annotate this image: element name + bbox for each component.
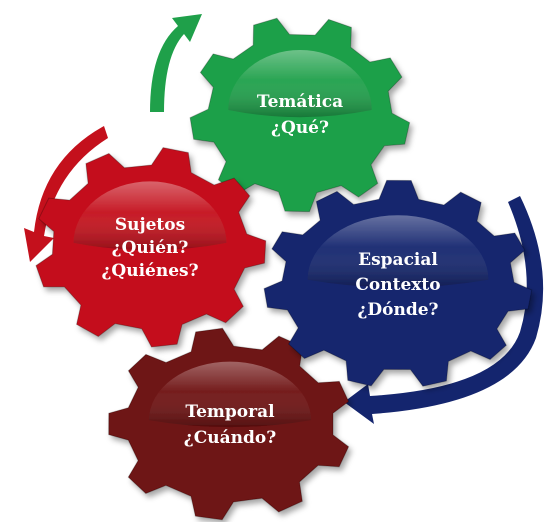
gear-temporal-line-1: Temporal: [185, 402, 275, 422]
blue-arrow: [344, 196, 544, 424]
gear-temporal-line-2: ¿Cuándo?: [184, 428, 276, 448]
gear-espacial-line-1: Espacial: [358, 250, 438, 270]
gear-sujetos-shine: [73, 181, 227, 251]
red-arrow: [24, 126, 108, 262]
gear-espacial-line-3: ¿Dónde?: [357, 300, 438, 320]
gear-tematica-label: Temática ¿Qué?: [257, 92, 343, 138]
green-arrow: [150, 14, 202, 112]
gear-tematica: Temática ¿Qué?: [189, 17, 411, 213]
gear-tematica-line-2: ¿Qué?: [271, 118, 329, 138]
blue-arrow-body: [344, 196, 544, 424]
gear-espacial-shine: [307, 215, 489, 288]
red-arrow-body: [24, 126, 108, 262]
gear-sujetos-label: Sujetos ¿Quién? ¿Quiénes?: [101, 215, 198, 281]
gear-temporal: Temporal ¿Cuándo?: [108, 327, 350, 521]
gear-tematica-shine: [228, 50, 372, 118]
gear-temporal-label: Temporal ¿Cuándo?: [184, 402, 276, 448]
gear-temporal-shine: [148, 361, 312, 428]
green-arrow-body: [150, 14, 202, 112]
gear-tematica-line-1: Temática: [257, 92, 343, 112]
gear-sujetos: Sujetos ¿Quién? ¿Quiénes?: [35, 147, 267, 348]
gear-sujetos-line-3: ¿Quiénes?: [101, 261, 198, 281]
gear-sujetos-line-1: Sujetos: [115, 215, 185, 235]
gear-espacial-line-2: Contexto: [355, 275, 440, 295]
gear-sujetos-line-2: ¿Quién?: [112, 238, 189, 258]
